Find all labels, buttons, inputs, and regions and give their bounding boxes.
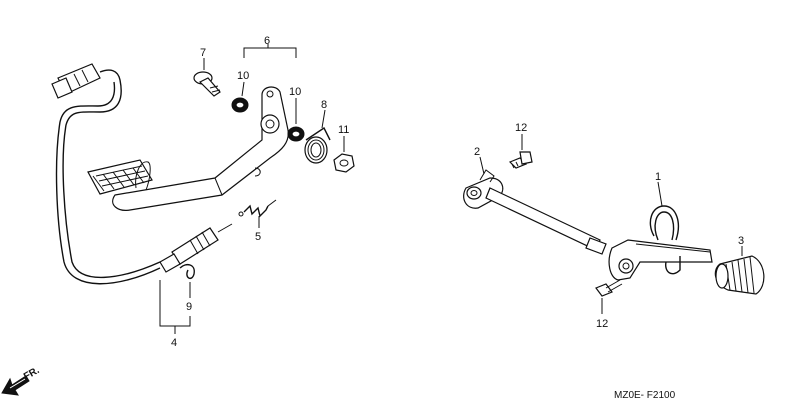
callout-12-upper: 12 bbox=[515, 122, 527, 134]
rear-stop-switch bbox=[159, 223, 233, 273]
stop-switch-clip bbox=[179, 263, 195, 280]
callout-2: 2 bbox=[474, 146, 480, 158]
front-direction-arrow-icon bbox=[1, 375, 30, 396]
pivot-bolt bbox=[193, 71, 221, 97]
arm-pinch-bolt bbox=[508, 151, 533, 169]
pedal-return-spring bbox=[304, 126, 331, 164]
leader-lines-right bbox=[479, 134, 743, 314]
callout-1: 1 bbox=[655, 171, 661, 183]
callout-11: 11 bbox=[338, 124, 349, 136]
flange-nut bbox=[333, 153, 355, 173]
stop-switch-wire bbox=[55, 69, 161, 285]
gearshift-pedal bbox=[608, 205, 713, 281]
callout-12-lower: 12 bbox=[596, 318, 608, 330]
callout-3: 3 bbox=[738, 235, 744, 247]
brake-pedal-rubber-pad bbox=[87, 159, 153, 195]
gearshift-arm bbox=[463, 169, 504, 209]
brake-pedal bbox=[112, 86, 289, 211]
callout-10-left: 10 bbox=[237, 70, 249, 82]
stop-switch-spring bbox=[238, 199, 277, 218]
dust-seal-left bbox=[231, 97, 249, 113]
front-direction-label: FR. bbox=[22, 365, 42, 383]
wire-connector bbox=[51, 63, 101, 99]
pedal-pinch-bolt bbox=[595, 279, 623, 297]
callout-4: 4 bbox=[171, 337, 177, 349]
callout-5: 5 bbox=[255, 231, 261, 243]
callout-9: 9 bbox=[186, 301, 192, 313]
diagram-code: MZ0E- F2100 bbox=[614, 390, 676, 400]
callout-10-right: 10 bbox=[289, 86, 301, 98]
gearshift-rod bbox=[485, 187, 607, 255]
dust-seal-right bbox=[287, 126, 305, 142]
callout-8: 8 bbox=[321, 99, 327, 111]
shift-pedal-rubber bbox=[714, 255, 765, 295]
callout-7: 7 bbox=[200, 47, 206, 59]
callout-6: 6 bbox=[264, 35, 270, 47]
leader-lines-left bbox=[159, 44, 345, 334]
